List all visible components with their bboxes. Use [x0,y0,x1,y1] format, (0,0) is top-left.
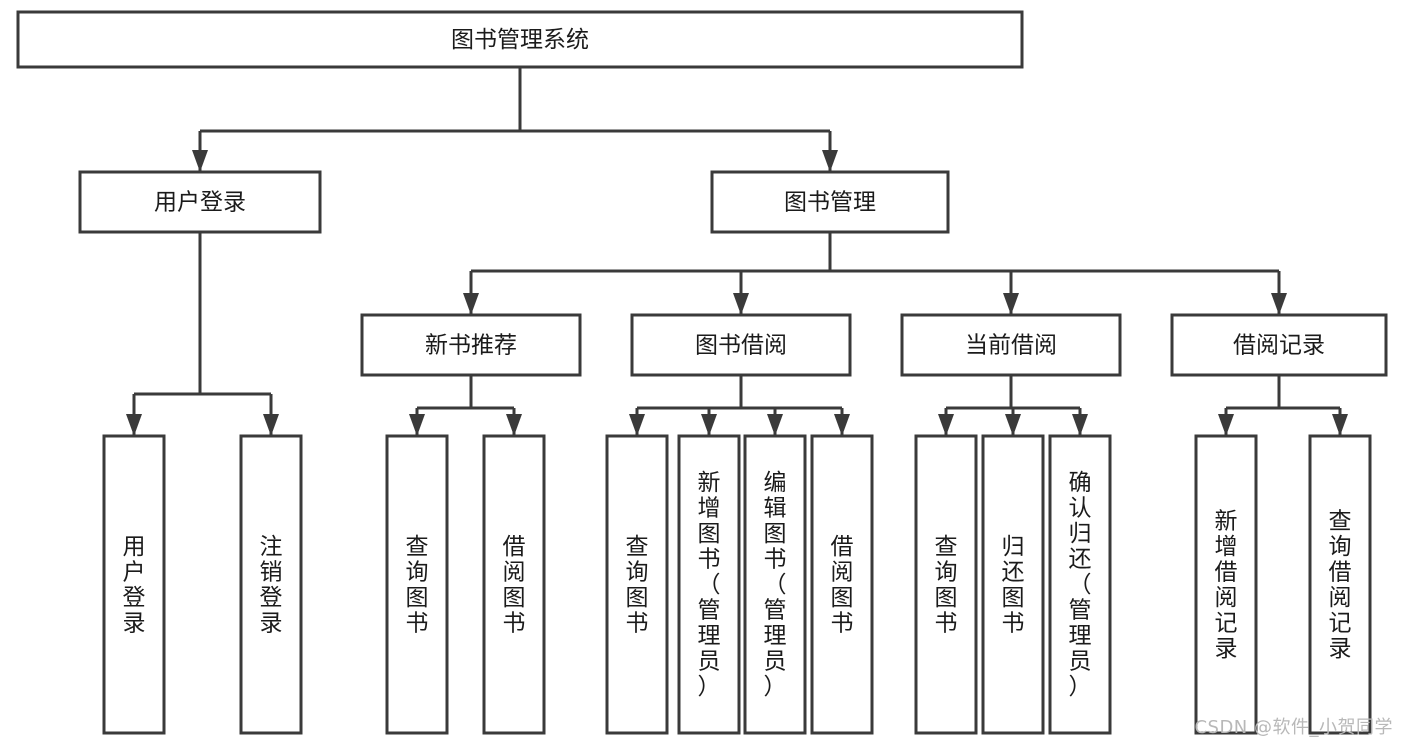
node-user-login[interactable]: 用户登录 [78,170,322,234]
node-label-leaf-edit-book: 编辑图书（管理员） [764,470,787,700]
book-borrow-arrow-2 [767,414,783,436]
book-manage-arrow-1 [733,293,749,315]
node-label-leaf-add-record: 新增借阅记录 [1215,508,1238,662]
node-box-leaf-add-record [1194,434,1258,735]
node-box-leaf-confirm-return [1048,434,1112,735]
node-box-book-manage [710,170,950,234]
node-label-leaf-borrow-book-1: 借阅图书 [503,534,526,637]
node-box-book-borrow [630,313,852,377]
node-book-manage[interactable]: 图书管理 [710,170,950,234]
node-leaf-borrow-book-2[interactable]: 借阅图书 [810,434,874,735]
current-borrow-arrow-0 [938,414,954,436]
node-label-leaf-return-book: 归还图书 [1002,534,1025,637]
node-label-leaf-query-book-3: 查询图书 [935,534,958,637]
node-leaf-query-book-3[interactable]: 查询图书 [914,434,978,735]
node-leaf-add-book[interactable]: 新增图书（管理员） [677,434,741,735]
node-leaf-user-login[interactable]: 用户登录 [102,434,166,735]
node-label-leaf-borrow-book-2: 借阅图书 [831,534,854,637]
node-label-borrow-record: 借阅记录 [1233,333,1325,359]
node-leaf-add-record[interactable]: 新增借阅记录 [1194,434,1258,735]
node-label-leaf-confirm-return: 确认归还（管理员） [1069,470,1092,700]
user-login-arrow-1 [263,414,279,436]
book-manage-arrow-2 [1003,293,1019,315]
current-borrow-arrow-2 [1072,414,1088,436]
node-box-leaf-query-record [1308,434,1372,735]
node-leaf-query-record[interactable]: 查询借阅记录 [1308,434,1372,735]
node-book-borrow[interactable]: 图书借阅 [630,313,852,377]
book-manage-arrow-0 [463,293,479,315]
user-login-arrow-0 [126,414,142,436]
node-label-new-book-recommend: 新书推荐 [425,333,517,359]
node-label-book-manage: 图书管理 [784,190,876,216]
node-new-book-recommend[interactable]: 新书推荐 [360,313,582,377]
node-leaf-edit-book[interactable]: 编辑图书（管理员） [743,434,807,735]
node-box-leaf-borrow-book-1 [482,434,546,735]
node-root[interactable]: 图书管理系统 [16,10,1024,69]
node-box-leaf-edit-book [743,434,807,735]
borrow-record-arrow-1 [1332,414,1348,436]
node-leaf-query-book-2[interactable]: 查询图书 [605,434,669,735]
node-box-leaf-query-book-3 [914,434,978,735]
root-arrow-0 [192,150,208,172]
book-borrow-arrow-1 [701,414,717,436]
root-arrow-1 [822,150,838,172]
node-box-leaf-user-logout [239,434,303,735]
node-label-leaf-user-login: 用户登录 [123,534,146,637]
node-box-root [16,10,1024,69]
node-label-user-login: 用户登录 [154,190,246,216]
book-manage-arrow-3 [1271,293,1287,315]
node-label-leaf-query-book-1: 查询图书 [406,534,429,637]
node-box-leaf-user-login [102,434,166,735]
new-book-recommend-arrow-1 [506,414,522,436]
node-label-current-borrow: 当前借阅 [965,333,1057,359]
node-leaf-borrow-book-1[interactable]: 借阅图书 [482,434,546,735]
node-layer: 图书管理系统用户登录图书管理新书推荐图书借阅当前借阅借阅记录用户登录注销登录查询… [16,10,1388,735]
current-borrow-arrow-1 [1005,414,1021,436]
node-borrow-record[interactable]: 借阅记录 [1170,313,1388,377]
node-box-user-login [78,170,322,234]
node-leaf-confirm-return[interactable]: 确认归还（管理员） [1048,434,1112,735]
book-borrow-arrow-3 [834,414,850,436]
book-borrow-arrow-0 [629,414,645,436]
node-leaf-return-book[interactable]: 归还图书 [981,434,1045,735]
node-box-leaf-return-book [981,434,1045,735]
borrow-record-arrow-0 [1218,414,1234,436]
node-label-root: 图书管理系统 [451,27,589,53]
node-label-book-borrow: 图书借阅 [695,333,787,359]
node-leaf-user-logout[interactable]: 注销登录 [239,434,303,735]
node-box-leaf-query-book-1 [385,434,449,735]
node-label-leaf-add-book: 新增图书（管理员） [698,470,721,700]
connector-layer [126,67,1348,436]
node-box-new-book-recommend [360,313,582,377]
node-label-leaf-query-record: 查询借阅记录 [1329,508,1352,662]
node-box-leaf-query-book-2 [605,434,669,735]
node-box-leaf-add-book [677,434,741,735]
node-box-borrow-record [1170,313,1388,377]
new-book-recommend-arrow-0 [409,414,425,436]
node-box-current-borrow [900,313,1122,377]
node-label-leaf-query-book-2: 查询图书 [626,534,649,637]
node-current-borrow[interactable]: 当前借阅 [900,313,1122,377]
node-box-leaf-borrow-book-2 [810,434,874,735]
node-label-leaf-user-logout: 注销登录 [260,534,283,637]
node-leaf-query-book-1[interactable]: 查询图书 [385,434,449,735]
